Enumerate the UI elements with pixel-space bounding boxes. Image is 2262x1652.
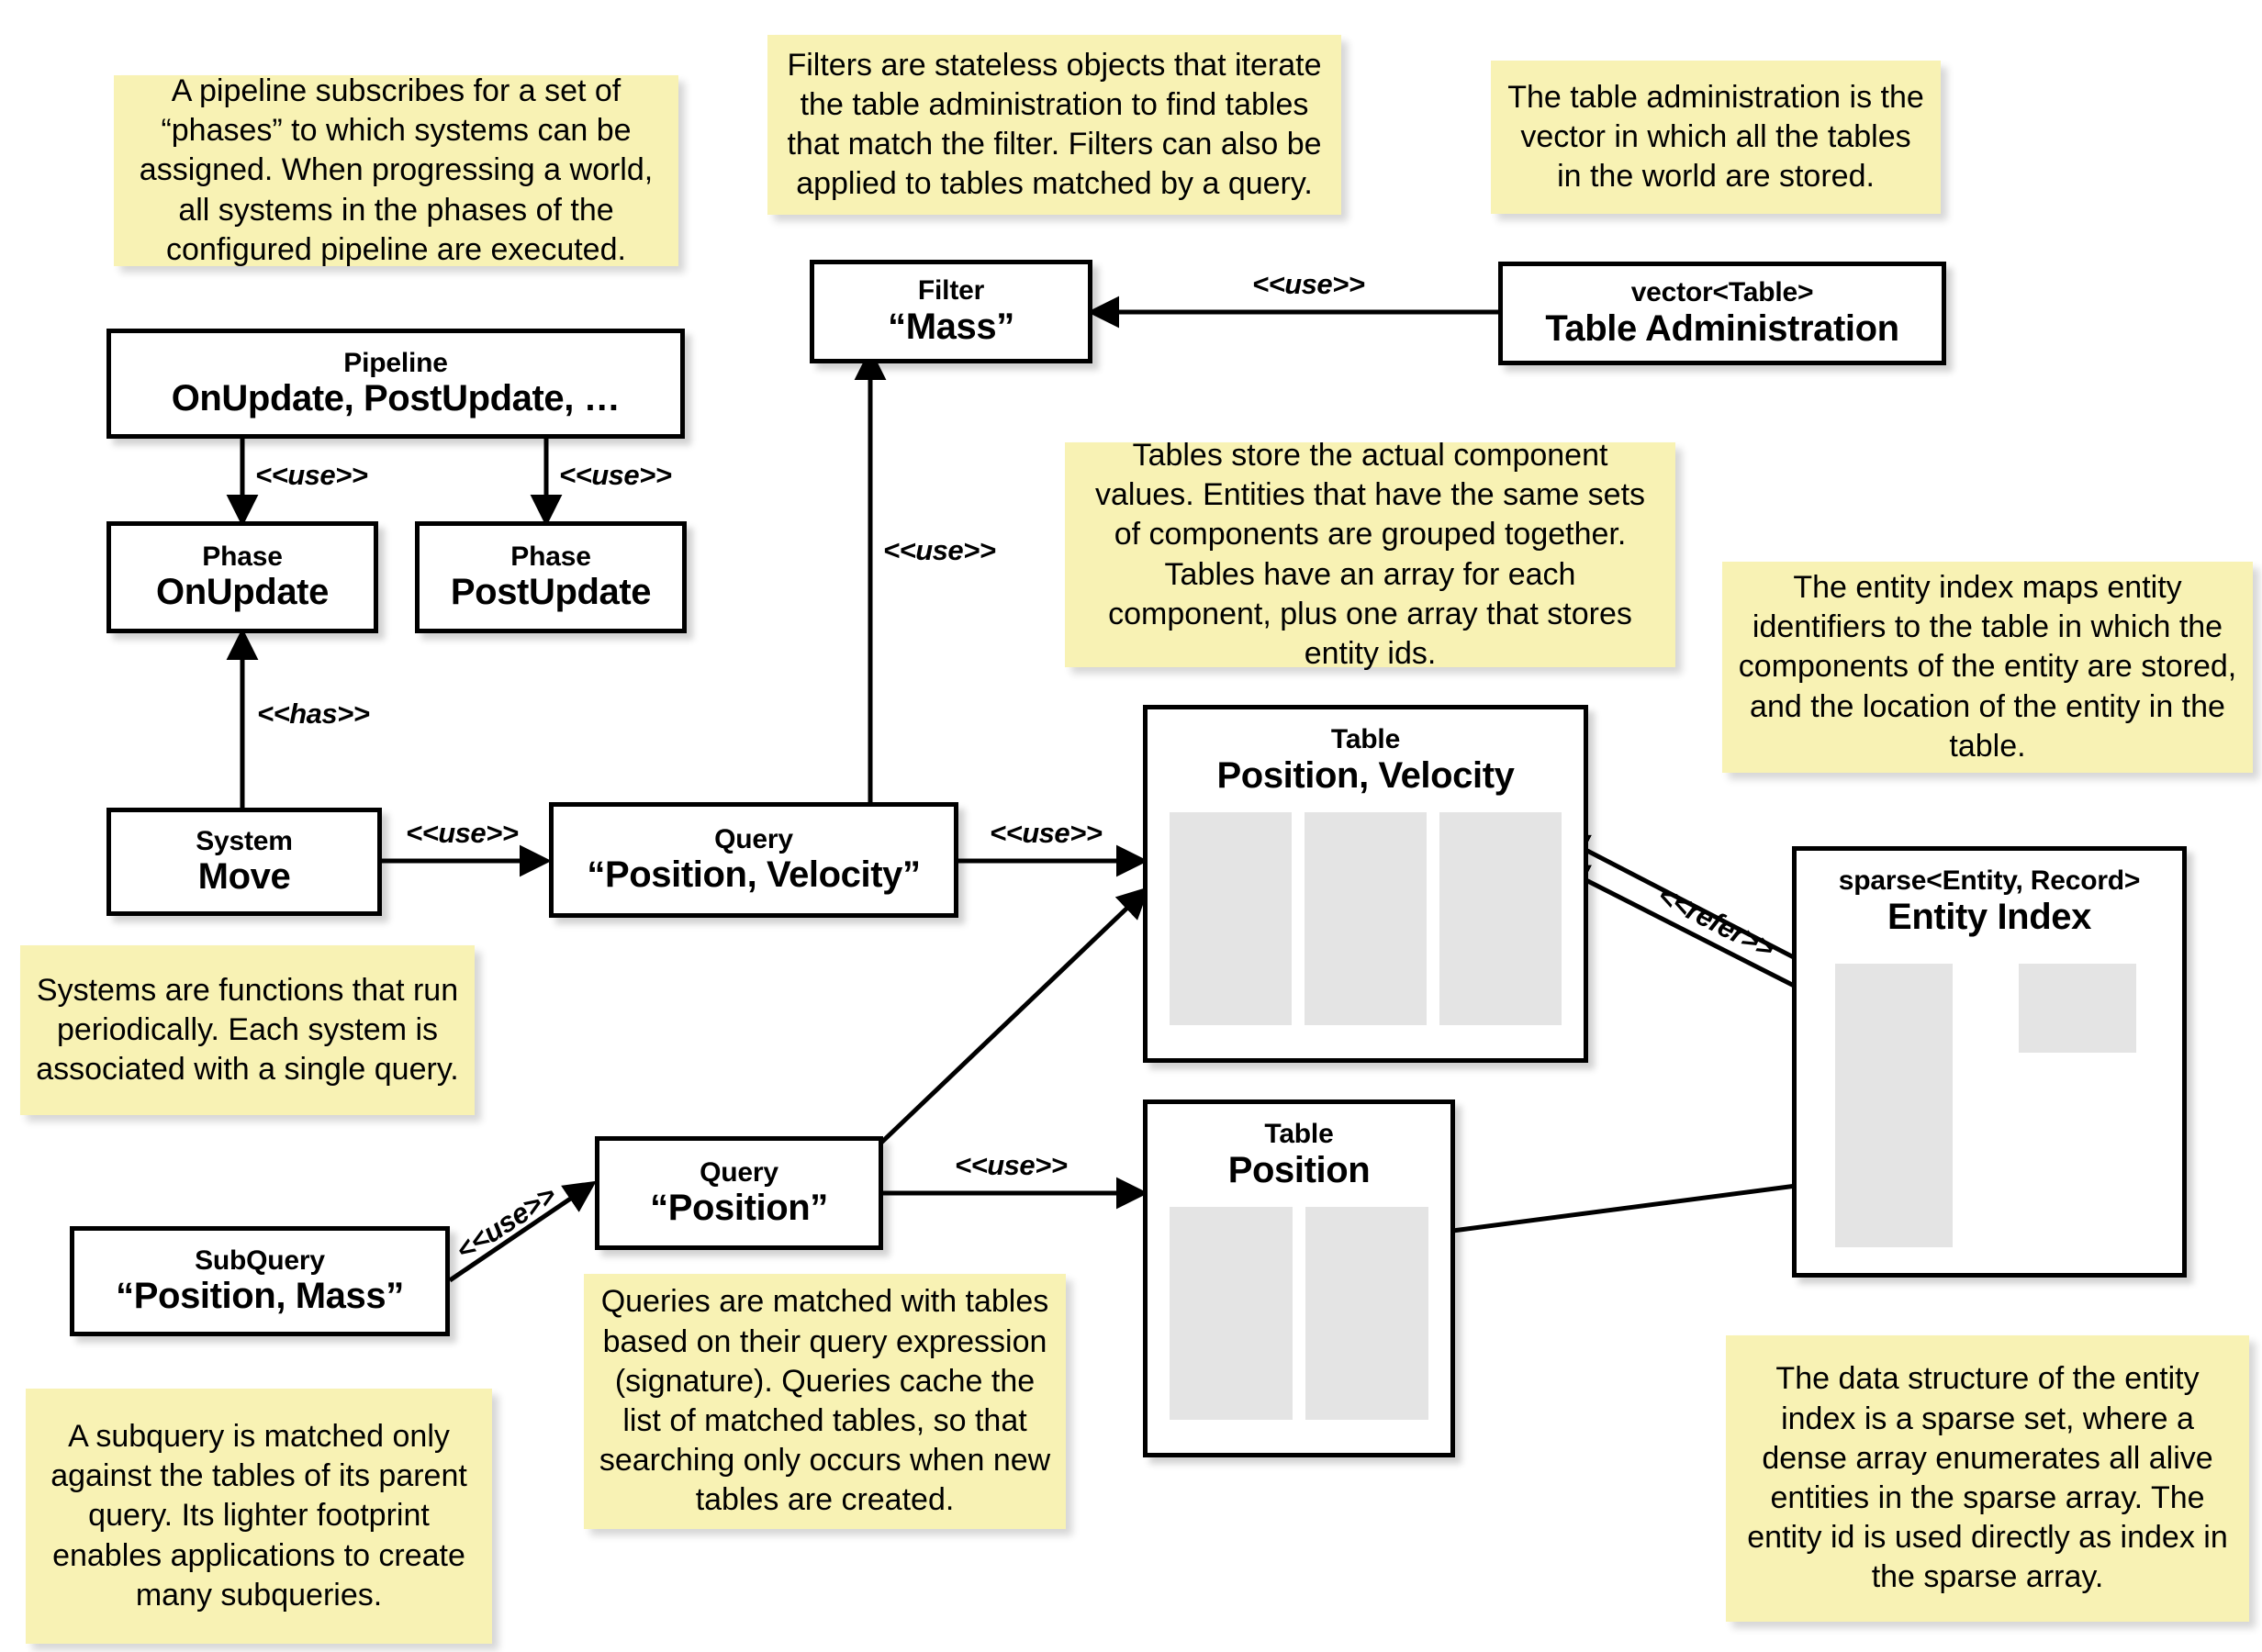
node-filter-mass-stereotype: Filter [917,275,985,307]
node-phase-onupdate[interactable]: Phase OnUpdate [106,521,378,633]
note-query-text: Queries are matched with tables based on… [599,1284,1051,1518]
note-entity-index: The entity index maps entity identifiers… [1722,562,2253,773]
node-phase-postupdate-title: PostUpdate [450,572,652,613]
node-system-move-title: Move [197,856,291,898]
component-array-column [1439,812,1562,1025]
note-table-administration: The table administration is the vector i… [1491,61,1941,214]
node-pipeline[interactable]: Pipeline OnUpdate, PostUpdate, … [106,329,685,439]
node-phase-postupdate-stereotype: Phase [510,541,591,572]
node-query-position-title: “Position” [650,1188,828,1229]
node-query-position[interactable]: Query “Position” [595,1136,883,1250]
node-filter-mass-title: “Mass” [888,306,1014,347]
entity-index-arrays [1806,937,2173,1267]
edge-label-queryp-tablep: <<use>> [955,1149,1068,1181]
node-query-position-velocity-title: “Position, Velocity” [587,854,921,896]
dense-array-block [2019,964,2136,1054]
node-phase-onupdate-title: OnUpdate [156,572,329,613]
node-phase-postupdate[interactable]: Phase PostUpdate [415,521,687,633]
node-table-position-velocity[interactable]: Table Position, Velocity [1143,705,1588,1063]
edge-label-pipeline-postupdate: <<use>> [559,459,672,491]
node-phase-onupdate-stereotype: Phase [202,541,283,572]
edge-index-tablep [1419,1177,1846,1247]
note-pipeline-text: A pipeline subscribes for a set of “phas… [139,73,654,267]
component-array-column [1170,812,1292,1025]
node-query-position-stereotype: Query [700,1156,778,1188]
note-system: Systems are functions that run periodica… [20,945,475,1115]
node-table-position-stereotype: Table [1264,1119,1334,1149]
note-filter-text: Filters are stateless objects that itera… [787,47,1322,202]
note-sparse-set-text: The data structure of the entity index i… [1747,1361,2228,1595]
note-pipeline: A pipeline subscribes for a set of “phas… [114,73,678,267]
node-subquery-position-mass-title: “Position, Mass” [116,1276,404,1317]
note-table-administration-text: The table administration is the vector i… [1507,79,1924,195]
node-query-position-velocity[interactable]: Query “Position, Velocity” [549,802,958,918]
note-filter: Filters are stateless objects that itera… [767,35,1341,215]
note-system-text: Systems are functions that run periodica… [36,972,459,1088]
node-entity-index-title: Entity Index [1887,896,2091,937]
node-table-position-title: Position [1227,1149,1371,1190]
node-table-position-velocity-title: Position, Velocity [1216,754,1515,796]
edge-label-system-query: <<use>> [406,817,519,849]
edge-label-index-refer: <<refer>> [1652,878,1780,966]
node-entity-index[interactable]: sparse<Entity, Record> Entity Index [1792,846,2187,1278]
note-subquery: A subquery is matched only against the t… [26,1389,492,1644]
note-sparse-set: The data structure of the entity index i… [1726,1335,2249,1622]
node-query-position-velocity-stereotype: Query [714,823,793,854]
node-table-administration[interactable]: vector<Table> Table Administration [1498,262,1946,365]
note-table: Tables store the actual component values… [1065,438,1675,671]
edge-label-tableadmin-filter: <<use>> [1252,268,1365,300]
node-filter-mass[interactable]: Filter “Mass” [810,260,1092,363]
node-table-administration-stereotype: vector<Table> [1630,277,1814,308]
edge-label-query-filter: <<use>> [883,534,996,566]
node-table-administration-title: Table Administration [1545,307,1899,349]
note-table-text: Tables store the actual component values… [1094,437,1646,671]
edge-label-querypv-tablepv: <<use>> [990,817,1103,849]
node-subquery-position-mass[interactable]: SubQuery “Position, Mass” [70,1226,450,1336]
table-position-velocity-arrays [1157,796,1574,1053]
node-table-position-velocity-stereotype: Table [1330,724,1401,754]
note-query: Queries are matched with tables based on… [584,1274,1066,1529]
table-position-arrays [1157,1190,1441,1447]
node-system-move[interactable]: System Move [106,808,382,916]
edge-label-system-phase: <<has>> [257,698,370,730]
node-system-move-stereotype: System [196,825,293,856]
node-pipeline-stereotype: Pipeline [343,347,448,378]
edge-queryp-tablepv [879,886,1150,1144]
edge-label-subquery-queryp: <<use>> [450,1178,562,1267]
component-array-column [1305,1207,1428,1420]
node-table-position[interactable]: Table Position [1143,1099,1455,1457]
node-subquery-position-mass-stereotype: SubQuery [195,1245,325,1276]
node-entity-index-stereotype: sparse<Entity, Record> [1838,865,2141,896]
edge-label-pipeline-onupdate: <<use>> [255,459,368,491]
component-array-column [1170,1207,1293,1420]
component-array-column [1305,812,1427,1025]
sparse-array-block [1835,964,1953,1248]
note-subquery-text: A subquery is matched only against the t… [50,1419,467,1613]
note-entity-index-text: The entity index maps entity identifiers… [1738,570,2237,764]
node-pipeline-title: OnUpdate, PostUpdate, … [171,378,621,419]
